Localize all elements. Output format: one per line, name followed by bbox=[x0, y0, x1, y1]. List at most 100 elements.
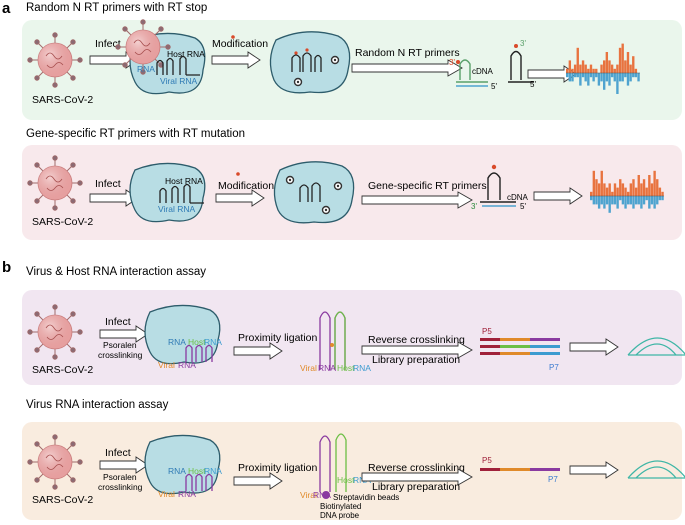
profile-bar-up bbox=[632, 56, 635, 73]
profile-bar-up bbox=[618, 47, 622, 73]
rna-hairpins-2 bbox=[159, 183, 204, 204]
rt-stop-hairpin bbox=[508, 50, 534, 83]
library-reads-b2 bbox=[480, 468, 560, 471]
profile-bar-down bbox=[650, 196, 654, 205]
profile-bar-down bbox=[600, 196, 603, 205]
profile-bar-down bbox=[581, 73, 585, 78]
profile-bar-down bbox=[648, 196, 651, 209]
cell-shape-2-modified bbox=[273, 161, 355, 224]
profile-bar-down bbox=[608, 73, 611, 86]
profile-bar-up bbox=[595, 179, 598, 196]
cell-shape-2 bbox=[129, 162, 206, 223]
host-rna-label: Host RNA bbox=[167, 49, 205, 59]
virus-icon bbox=[27, 434, 83, 490]
step-gene-specific: Gene-specific RT primers bbox=[368, 180, 487, 192]
profile-bar-down bbox=[589, 73, 593, 78]
profile-bar-up bbox=[610, 64, 614, 73]
profile-bar-up bbox=[608, 183, 611, 196]
profile-bar-down bbox=[634, 196, 638, 205]
step-proximity-ligation: Proximity ligation bbox=[238, 332, 318, 344]
rna-label: RNA bbox=[137, 64, 155, 74]
end-5-label-2: 5' bbox=[520, 202, 526, 211]
step-proximity-ligation-b2: Proximity ligation bbox=[238, 462, 318, 474]
profile-bar-down bbox=[587, 73, 590, 86]
profile-bar-down bbox=[632, 73, 635, 78]
lig-viral-b2: Viral bbox=[300, 490, 317, 500]
profile-bar-down bbox=[621, 196, 625, 205]
profile-bar-down bbox=[566, 73, 569, 78]
profile-bar-up bbox=[658, 187, 662, 196]
profile-bar-up bbox=[600, 170, 603, 196]
viral-label-b2: Viral bbox=[158, 489, 175, 499]
end-5b-label: 5' bbox=[530, 80, 536, 89]
end-3-label-2: 3' bbox=[471, 202, 477, 211]
profile-bar-down bbox=[584, 73, 587, 82]
cdna-label-2: cDNA bbox=[507, 193, 529, 202]
profile-bar-up bbox=[626, 52, 630, 73]
profile-bar-down bbox=[619, 196, 622, 201]
profile-bar-up bbox=[592, 68, 595, 73]
profile-bar-down bbox=[595, 196, 598, 205]
profile-bar-down bbox=[592, 73, 595, 82]
step-reverse-crosslinking-b2: Reverse crosslinking bbox=[368, 462, 465, 474]
modified-dot-icon bbox=[285, 175, 295, 185]
host-rna-label-2: Host RNA bbox=[165, 176, 203, 186]
crosslinking-label: crosslinking bbox=[98, 350, 143, 360]
profile-bar-down bbox=[592, 196, 596, 205]
modified-dot-icon bbox=[333, 181, 343, 191]
profile-bar-up bbox=[634, 187, 638, 196]
cell-shape-b2 bbox=[144, 434, 221, 495]
step-library-preparation: Library preparation bbox=[372, 354, 460, 366]
host-label-b2: Host bbox=[188, 466, 206, 476]
p5-label-b2: P5 bbox=[482, 456, 492, 465]
profile-bar-down bbox=[634, 73, 638, 78]
psoralen-label: Psoralen bbox=[103, 340, 137, 350]
profile-bar-down bbox=[610, 73, 614, 78]
step-infect: Infect bbox=[95, 38, 121, 50]
p7-label-b1: P7 bbox=[549, 363, 559, 372]
profile-bar-down bbox=[603, 73, 606, 90]
profile-bar-down bbox=[618, 73, 622, 82]
profile-bar-up bbox=[603, 60, 606, 73]
profile-bar-up bbox=[629, 64, 632, 73]
p7-label-b2: P7 bbox=[548, 475, 558, 484]
profile-bar-up bbox=[627, 191, 630, 196]
profile-bar-up bbox=[584, 64, 587, 73]
profile-bar-up bbox=[603, 183, 606, 196]
profile-bar-down bbox=[608, 196, 611, 213]
profile-bar-up bbox=[605, 52, 609, 73]
step-infect-2: Infect bbox=[95, 178, 121, 190]
cell-shape-b1 bbox=[144, 304, 221, 365]
interaction-arc-b1 bbox=[627, 337, 685, 356]
modified-dot-icon bbox=[293, 77, 303, 87]
modified-hairpins bbox=[291, 52, 322, 72]
lig-host-b1: Host bbox=[337, 363, 355, 373]
profile-bar-down bbox=[600, 73, 603, 82]
panel-letter-b: b bbox=[2, 259, 11, 276]
step-modification: Modification bbox=[212, 38, 268, 50]
profile-bar-up bbox=[611, 191, 614, 196]
end-5-label: 5' bbox=[491, 82, 497, 91]
lig-host-b2: Host bbox=[337, 475, 355, 485]
profile-bar-up bbox=[576, 47, 579, 73]
rna-label-b2: RNA bbox=[168, 466, 186, 476]
virus-label-2: SARS-CoV-2 bbox=[32, 216, 93, 228]
profile-bar-down bbox=[658, 196, 662, 201]
streptavidin-beads-label: Streptavidin beads bbox=[333, 493, 399, 502]
modifier-dot bbox=[231, 35, 235, 39]
profile-bar-down bbox=[597, 196, 601, 209]
row-b1-title: Virus & Host RNA interaction assay bbox=[26, 266, 206, 278]
profile-bar-up bbox=[581, 60, 585, 73]
profile-bar-down bbox=[656, 196, 659, 205]
profile-bar-down bbox=[621, 73, 624, 82]
profile-bar-down bbox=[661, 196, 664, 201]
profile-bar-down bbox=[595, 73, 598, 78]
profile-bar-up bbox=[656, 179, 659, 196]
profile-bar-up bbox=[634, 68, 638, 73]
crosslinking-label-b2: crosslinking bbox=[98, 482, 143, 492]
dna-probe-label: DNA probe bbox=[320, 511, 360, 520]
profile-bar-down bbox=[616, 73, 619, 94]
viral-rna-label-b2: RNA bbox=[178, 489, 196, 499]
profile-bar-up bbox=[571, 68, 574, 73]
step-library-preparation-b2: Library preparation bbox=[372, 481, 460, 493]
